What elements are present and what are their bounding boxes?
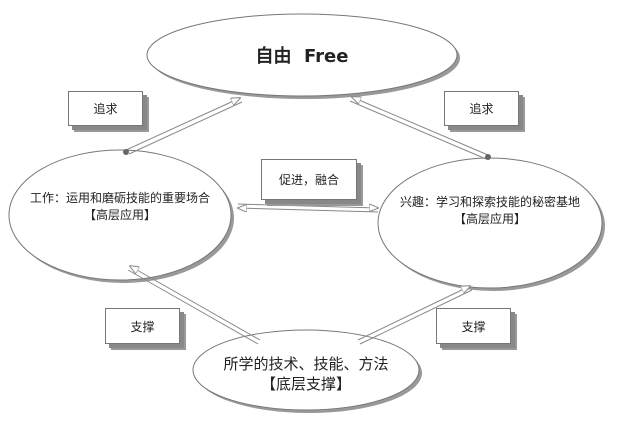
- edge-bottom-left-2: [127, 269, 259, 345]
- label-promote: 促进，融合: [261, 159, 357, 200]
- label-support-left: 支撑: [105, 308, 180, 344]
- node-left-line2: 【高层应用】: [83, 208, 156, 222]
- node-right-line2: 【高层应用】: [453, 212, 526, 226]
- label-support-right: 支撑: [436, 308, 511, 344]
- label-pursue-left: 追求: [68, 91, 143, 126]
- edge-left-top-2: [128, 101, 243, 155]
- node-top-label: 自由 Free: [255, 46, 349, 67]
- node-left-line1: 工作：运用和磨砺技能的重要场合: [29, 191, 210, 205]
- edge-bottom-right: [357, 286, 470, 341]
- edge-right-left: [238, 208, 379, 213]
- node-bottom-line2: 【底层支撑】: [260, 375, 351, 393]
- edge-bottom-right-2: [359, 289, 473, 345]
- edge-left-top: [125, 98, 240, 151]
- node-bottom-line1: 所学的技术、技能、方法: [223, 355, 389, 373]
- edge-left-right: [237, 203, 378, 208]
- edge-bottom-left: [130, 266, 261, 341]
- edge-right-top: [352, 97, 489, 156]
- node-bottom: [192, 329, 420, 411]
- node-top: [146, 13, 458, 97]
- edge-right-top-2: [349, 100, 487, 160]
- node-bottom-label: 所学的技术、技能、方法 【底层支撑】: [193, 354, 419, 394]
- label-pursue-right: 追求: [444, 91, 519, 126]
- node-right-line1: 兴趣：学习和探索技能的秘密基地: [399, 195, 580, 209]
- node-left-label: 工作：运用和磨砺技能的重要场合 【高层应用】: [9, 190, 231, 224]
- node-right-label: 兴趣：学习和探索技能的秘密基地 【高层应用】: [378, 194, 602, 228]
- node-left: [8, 149, 232, 281]
